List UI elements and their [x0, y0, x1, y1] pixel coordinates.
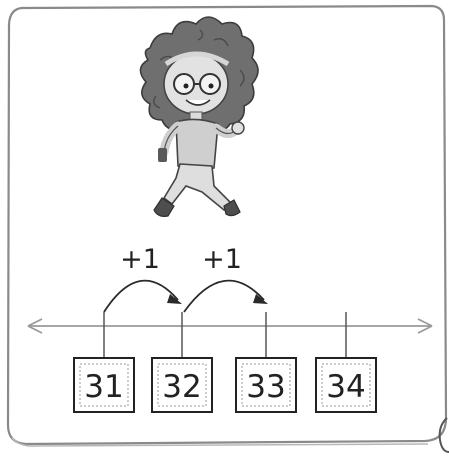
number-33: 33 [246, 369, 285, 405]
number-32: 32 [162, 369, 201, 405]
number-31: 31 [84, 369, 123, 405]
number-34: 34 [326, 369, 365, 405]
jump-label-1: +1 [120, 244, 160, 275]
glasses-left [174, 74, 194, 94]
jump-label-2: +1 [202, 244, 242, 275]
